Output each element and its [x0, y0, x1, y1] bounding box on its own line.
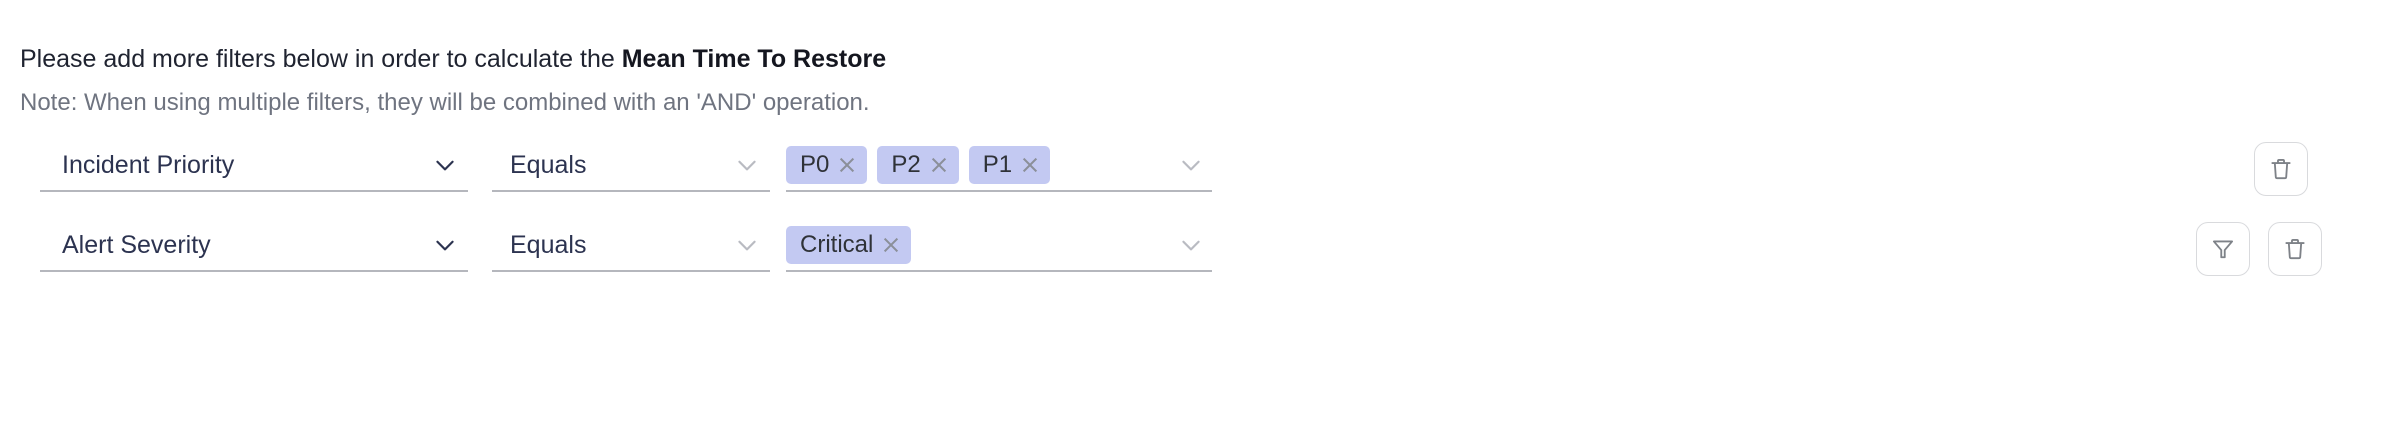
- filter-value-chip[interactable]: P1: [968, 146, 1051, 184]
- filter-rows: Incident Priority Equals P0: [0, 140, 2408, 300]
- close-icon[interactable]: [1021, 156, 1039, 174]
- filter-field-select[interactable]: Alert Severity: [40, 220, 468, 272]
- page-title: Please add more filters below in order t…: [20, 44, 886, 74]
- filter-funnel-icon: [2212, 240, 2234, 259]
- filter-operator-select[interactable]: Equals: [492, 220, 770, 272]
- filter-value-chip-list: Critical: [786, 226, 1178, 264]
- filter-value-chip[interactable]: P0: [786, 146, 868, 184]
- chevron-down-icon: [738, 240, 756, 251]
- filter-field-select[interactable]: Incident Priority: [40, 140, 468, 192]
- chip-label: P0: [800, 151, 830, 178]
- filter-combination-note: Note: When using multiple filters, they …: [20, 89, 870, 116]
- delete-filter-button[interactable]: [2254, 142, 2308, 196]
- filter-value-multiselect[interactable]: Critical: [786, 220, 1212, 272]
- delete-filter-button[interactable]: [2268, 222, 2322, 276]
- trash-icon: [2285, 238, 2305, 260]
- close-icon[interactable]: [838, 156, 856, 174]
- filter-value-chip-list: P0 P2 P1: [786, 146, 1178, 184]
- chevron-down-icon: [436, 160, 454, 171]
- add-sub-filter-button[interactable]: [2196, 222, 2250, 276]
- chip-label: P1: [982, 151, 1013, 178]
- trash-icon: [2271, 158, 2291, 180]
- filter-row-actions: [2196, 222, 2322, 276]
- filter-field-value: Alert Severity: [62, 230, 211, 259]
- filter-operator-value: Equals: [510, 150, 587, 179]
- filter-value-chip[interactable]: Critical: [786, 226, 912, 264]
- headline-metric-name: Mean Time To Restore: [621, 45, 887, 73]
- filter-row-actions: [2254, 142, 2308, 196]
- filter-value-chip[interactable]: P2: [877, 146, 959, 184]
- close-icon[interactable]: [882, 236, 900, 254]
- chevron-down-icon: [738, 160, 756, 171]
- chip-label: Critical: [800, 231, 874, 258]
- filter-value-multiselect[interactable]: P0 P2 P1: [786, 140, 1212, 192]
- chevron-down-icon: [436, 240, 454, 251]
- chevron-down-icon: [1182, 160, 1200, 171]
- filter-operator-select[interactable]: Equals: [492, 140, 770, 192]
- filter-field-value: Incident Priority: [62, 150, 235, 179]
- headline-prefix: Please add more filters below in order t…: [20, 45, 622, 73]
- close-icon[interactable]: [930, 156, 948, 174]
- filter-operator-value: Equals: [510, 230, 587, 259]
- filter-row: Incident Priority Equals P0: [0, 140, 2408, 220]
- chip-label: P2: [891, 151, 921, 178]
- chevron-down-icon: [1182, 240, 1200, 251]
- filter-row: Alert Severity Equals Critical: [0, 220, 2408, 300]
